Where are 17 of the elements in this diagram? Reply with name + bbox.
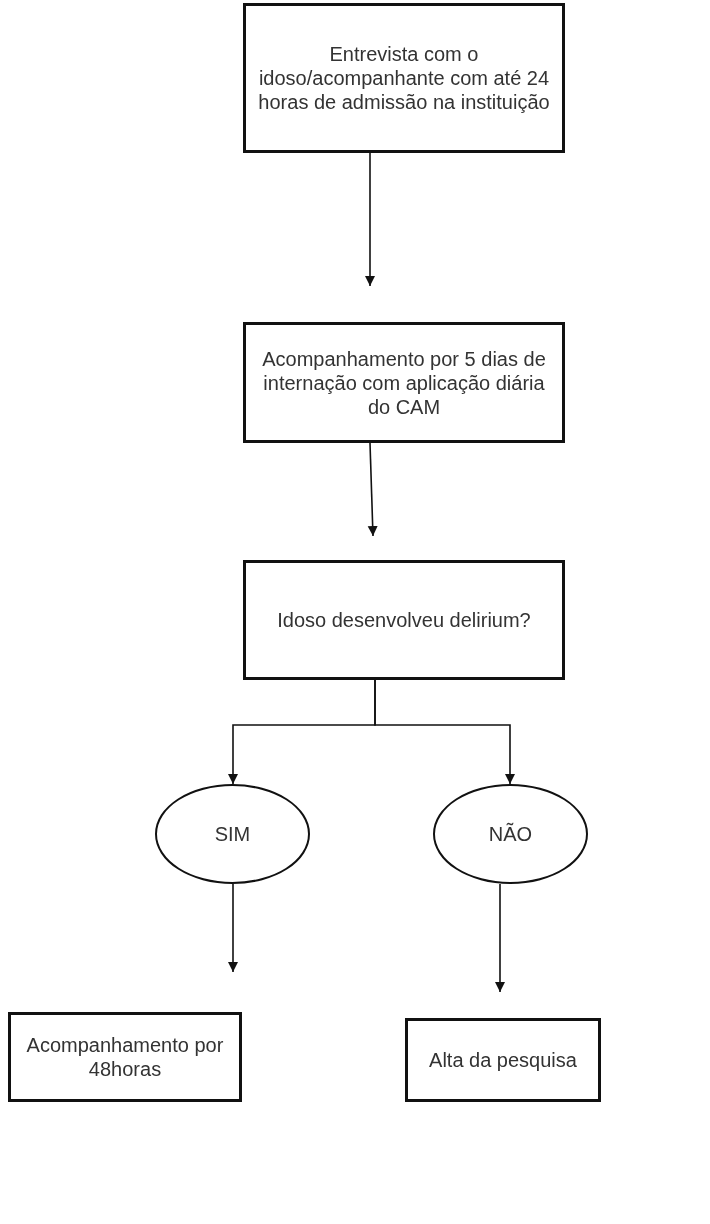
node-label: Acompanhamento por 5 dias de internação com aplicação diária do CAM xyxy=(261,346,547,419)
process-box xyxy=(243,322,565,443)
process-box xyxy=(405,1018,601,1102)
decision-box xyxy=(243,560,565,680)
node-label: Alta da pesquisa xyxy=(429,1048,577,1072)
arrow xyxy=(365,152,375,287)
arrow xyxy=(374,679,515,785)
arrow xyxy=(495,883,505,993)
arrow xyxy=(228,883,238,973)
node-label: Entrevista com o idoso/acompanhante com até 24 horas de admissão na instituição xyxy=(257,42,551,114)
process-box xyxy=(8,1012,242,1102)
node-label: Acompanhamento por 48horas xyxy=(25,1033,225,1081)
node-label: SIM xyxy=(214,822,251,846)
node-label: Idoso desenvolveu delirium? xyxy=(277,608,531,632)
arrow xyxy=(367,442,378,537)
node-label: NÃO xyxy=(488,822,533,846)
process-box xyxy=(243,3,565,153)
